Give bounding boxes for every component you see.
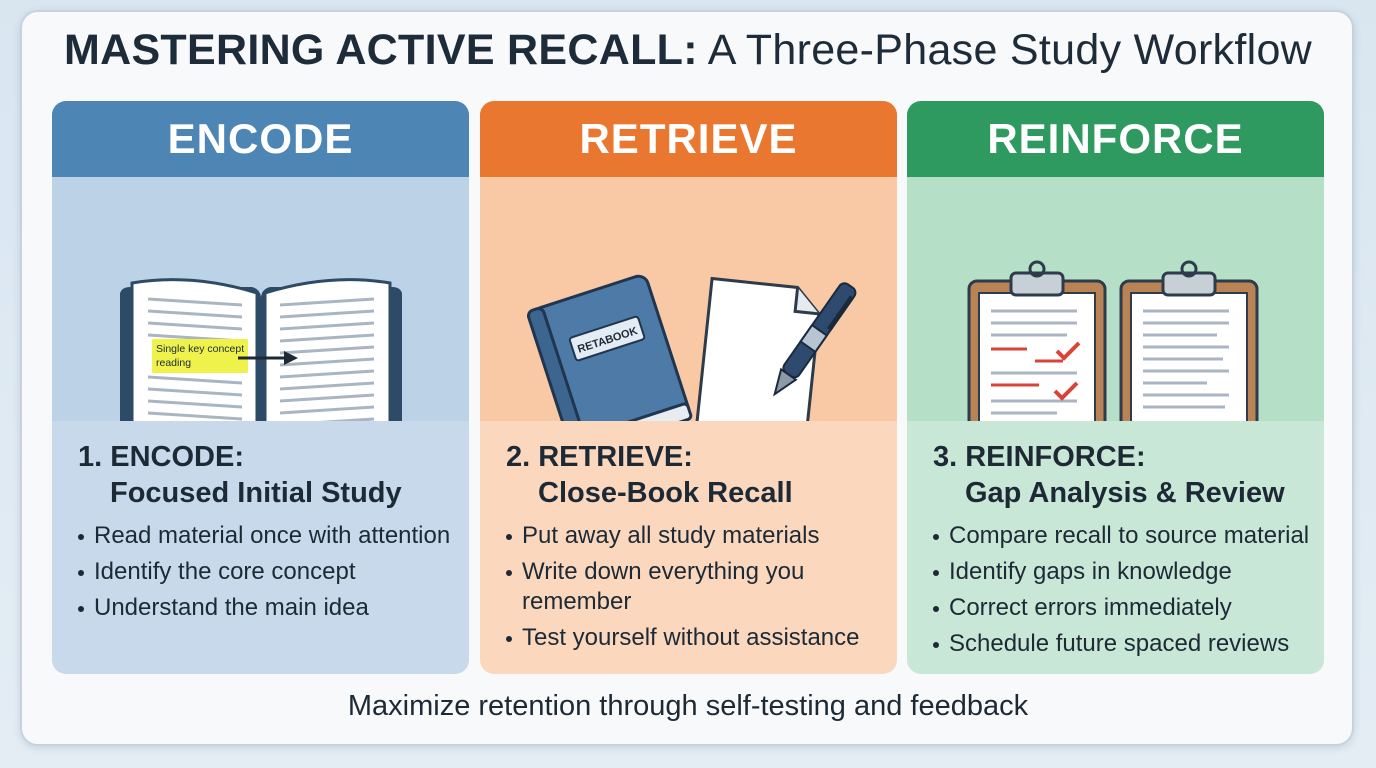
- bullet-reinforce-2: Identify gaps in knowledge: [933, 557, 1324, 587]
- phase-title-encode: 1. ENCODE:: [78, 441, 244, 473]
- highlight-line-2: reading: [156, 357, 191, 369]
- bullet-retrieve-1: Put away all study materials: [506, 521, 897, 551]
- bullet-retrieve-3: Test yourself without assistance: [506, 623, 897, 653]
- bullet-encode-2: Identify the core concept: [78, 557, 469, 587]
- phase-subtitle-retrieve: Close-Book Recall: [538, 477, 793, 509]
- bullet-encode-3: Understand the main idea: [78, 593, 469, 623]
- panel-header-reinforce: REINFORCE: [907, 101, 1324, 177]
- title-rest: A Three-Phase Study Workflow: [697, 26, 1313, 74]
- closed-book-and-pen-icon: RETABOOK: [480, 177, 897, 421]
- bullet-retrieve-2: Write down everything you remember: [506, 557, 824, 617]
- phase-subtitle-encode: Focused Initial Study: [110, 477, 402, 509]
- phase-title-reinforce: 3. REINFORCE:: [933, 441, 1146, 473]
- bullet-reinforce-3: Correct errors immediately: [933, 593, 1324, 623]
- clipboards-cycle-icon: [907, 177, 1324, 421]
- bullet-encode-1: Read material once with attention: [78, 521, 469, 551]
- phase-subtitle-reinforce: Gap Analysis & Review: [965, 477, 1285, 509]
- panel-header-retrieve: RETRIEVE: [480, 101, 897, 177]
- panel-retrieve: RETRIEVE RETABOOK: [480, 101, 897, 674]
- page-title: MASTERING ACTIVE RECALL: A Three-Phase S…: [0, 26, 1376, 75]
- bullet-reinforce-4: Schedule future spaced reviews: [933, 629, 1324, 659]
- bullet-reinforce-1: Compare recall to source material: [933, 521, 1324, 551]
- panel-encode: ENCODE: [52, 101, 469, 674]
- panel-header-encode: ENCODE: [52, 101, 469, 177]
- phase-title-retrieve: 2. RETRIEVE:: [506, 441, 693, 473]
- open-book-icon: Single key concept reading: [52, 177, 469, 421]
- panel-reinforce: REINFORCE: [907, 101, 1324, 674]
- title-bold: MASTERING ACTIVE RECALL:: [63, 26, 698, 74]
- highlight-line-1: Single key concept: [156, 343, 244, 355]
- footer-caption: Maximize retention through self-testing …: [347, 690, 1029, 722]
